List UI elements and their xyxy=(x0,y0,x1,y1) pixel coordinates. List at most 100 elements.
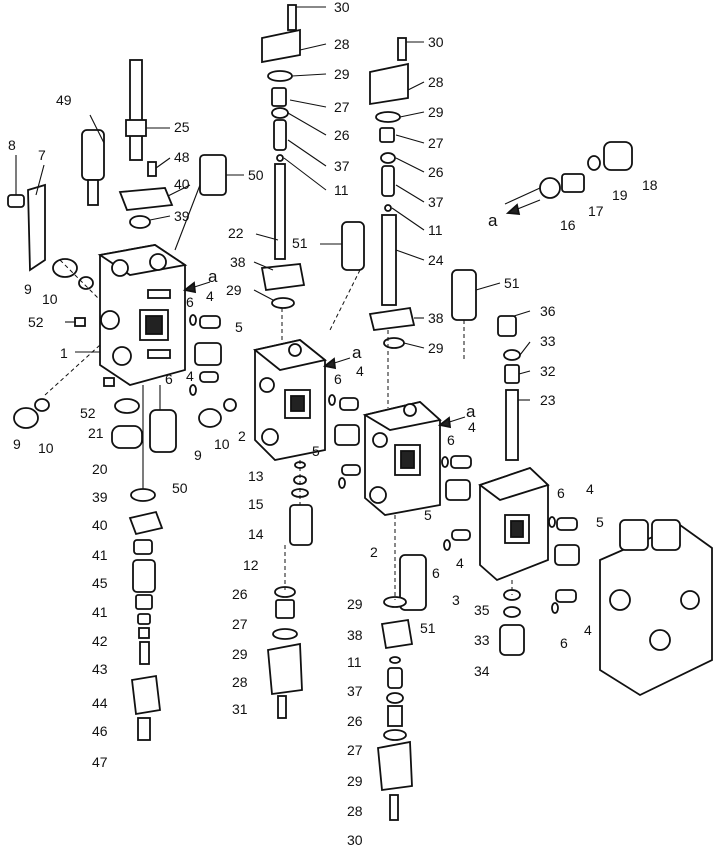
callout-number: 33 xyxy=(474,632,490,648)
callout-number: 34 xyxy=(474,663,490,679)
callout-number: 28 xyxy=(347,803,363,819)
callout-number: 35 xyxy=(474,602,490,618)
view-direction-arrows xyxy=(182,199,541,429)
callout-number: 27 xyxy=(334,99,350,115)
callout-number: 4 xyxy=(186,368,194,384)
callout-number: 52 xyxy=(80,405,96,421)
callout-number: 42 xyxy=(92,633,108,649)
callout-number: 50 xyxy=(172,480,188,496)
callout-number: 6 xyxy=(560,635,568,651)
callout-number: 52 xyxy=(28,314,44,330)
view-ref-label: a xyxy=(208,267,218,286)
callout-number: 38 xyxy=(347,627,363,643)
callout-number: 30 xyxy=(347,832,363,846)
callout-number: 6 xyxy=(447,432,455,448)
callout-number: 18 xyxy=(642,177,658,193)
callout-number: 7 xyxy=(38,147,46,163)
callout-number: 39 xyxy=(92,489,108,505)
callout-number: 51 xyxy=(504,275,520,291)
callout-number: 14 xyxy=(248,526,264,542)
left-valve-body xyxy=(97,244,188,386)
callout-number: 19 xyxy=(612,187,628,203)
callout-number: 4 xyxy=(356,363,364,379)
view-ref-label: a xyxy=(488,211,498,230)
callout-number: 45 xyxy=(92,575,108,591)
assembled-valve-thumbnail xyxy=(599,519,713,697)
callout-number: 37 xyxy=(334,158,350,174)
callout-number: 29 xyxy=(347,596,363,612)
left-lower-plugs xyxy=(13,377,237,453)
callout-number: 12 xyxy=(243,557,259,573)
callout-number: 10 xyxy=(214,436,230,452)
callout-number: 40 xyxy=(92,517,108,533)
callout-number: 16 xyxy=(560,217,576,233)
callout-number: 32 xyxy=(540,363,556,379)
callout-number: 30 xyxy=(428,34,444,50)
callout-number: 28 xyxy=(428,74,444,90)
callout-number: 15 xyxy=(248,496,264,512)
view-ref-label: a xyxy=(466,402,476,421)
callout-number: 24 xyxy=(428,252,444,268)
callout-number: 46 xyxy=(92,723,108,739)
callout-number: 40 xyxy=(174,176,190,192)
callout-number: 4 xyxy=(586,481,594,497)
callout-number: 26 xyxy=(428,164,444,180)
right-middle-valve-body xyxy=(362,401,442,516)
callout-labels: a a a a a 30 28 29 27 26 37 11 30 28 29 … xyxy=(8,0,658,846)
relief-valve-parts xyxy=(539,141,633,199)
callout-number: 5 xyxy=(596,514,604,530)
middle-valve-body xyxy=(252,339,328,461)
callout-number: 29 xyxy=(334,66,350,82)
callout-number: 29 xyxy=(226,282,242,298)
callout-number: 2 xyxy=(370,544,378,560)
callout-number: 4 xyxy=(468,419,476,435)
callout-number: 20 xyxy=(92,461,108,477)
callout-number: 25 xyxy=(174,119,190,135)
callout-number: 6 xyxy=(334,371,342,387)
callout-number: 39 xyxy=(174,208,190,224)
callout-number: 48 xyxy=(174,149,190,165)
callout-number: 41 xyxy=(92,604,108,620)
upper-left-components xyxy=(7,59,227,327)
callout-number: 6 xyxy=(432,565,440,581)
callout-number: 38 xyxy=(428,310,444,326)
callout-number: 26 xyxy=(334,127,350,143)
callout-number: 23 xyxy=(540,392,556,408)
callout-number: 36 xyxy=(540,303,556,319)
callout-number: 2 xyxy=(238,428,246,444)
callout-number: 4 xyxy=(206,288,214,304)
callout-number: 51 xyxy=(420,620,436,636)
callout-number: 33 xyxy=(540,333,556,349)
callout-number: 51 xyxy=(292,235,308,251)
callout-number: 37 xyxy=(428,194,444,210)
callout-number: 44 xyxy=(92,695,108,711)
callout-number: 11 xyxy=(334,182,349,198)
callout-number: 9 xyxy=(24,281,32,297)
callout-number: 8 xyxy=(8,137,16,153)
callout-number: 37 xyxy=(347,683,363,699)
callout-number: 27 xyxy=(232,616,248,632)
callout-number: 27 xyxy=(428,135,444,151)
callout-number: 9 xyxy=(194,447,202,463)
callout-number: 28 xyxy=(334,36,350,52)
right-lower-stack xyxy=(377,554,427,821)
callout-number: 1 xyxy=(60,345,68,361)
right-top-stack xyxy=(368,37,477,349)
view-ref-label: a xyxy=(352,343,362,362)
left-column-parts xyxy=(128,385,164,741)
callout-number: 41 xyxy=(92,547,108,563)
end-section-body xyxy=(478,315,550,656)
callout-number: 10 xyxy=(42,291,58,307)
middle-top-stack xyxy=(260,4,365,309)
middle-lower-stack xyxy=(267,461,313,719)
callout-number: 5 xyxy=(235,319,243,335)
callout-number: 10 xyxy=(38,440,54,456)
callout-number: 11 xyxy=(428,222,443,238)
callout-number: 4 xyxy=(456,555,464,571)
callout-number: 26 xyxy=(347,713,363,729)
callout-number: 26 xyxy=(232,586,248,602)
callout-number: 5 xyxy=(312,443,320,459)
callout-number: 21 xyxy=(88,425,104,441)
callout-number: 49 xyxy=(56,92,72,108)
